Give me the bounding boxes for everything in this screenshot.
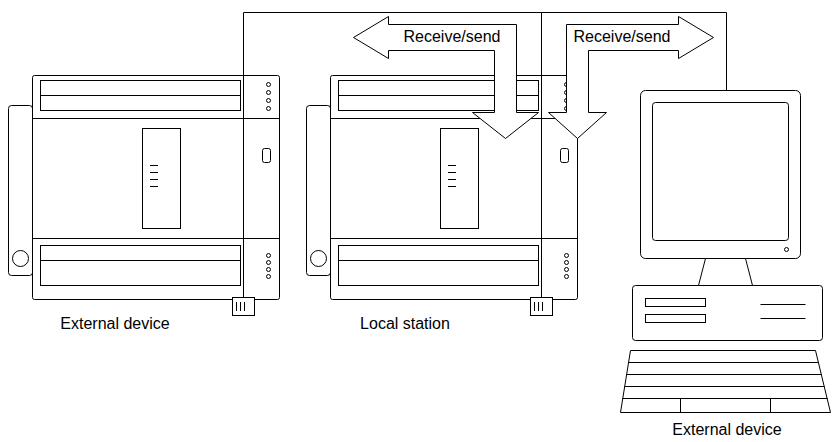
block-arrow: Receive/send (546, 16, 715, 140)
plc-illustration (9, 75, 280, 316)
arrow-label: Receive/send (574, 28, 671, 46)
block-arrow-outline (354, 17, 539, 139)
device-caption: External device (60, 315, 169, 333)
device-node: External device (8, 75, 280, 337)
arrow-label: Receive/send (404, 28, 501, 46)
block-arrow-outline (549, 17, 714, 139)
device-node: Local station (306, 75, 578, 337)
block-arrow: Receive/send (353, 16, 540, 140)
device-node: External device (620, 88, 832, 440)
plc-illustration (307, 75, 578, 316)
device-caption: External device (672, 421, 781, 439)
device-caption: Local station (360, 315, 450, 333)
pc-illustration (621, 88, 831, 413)
